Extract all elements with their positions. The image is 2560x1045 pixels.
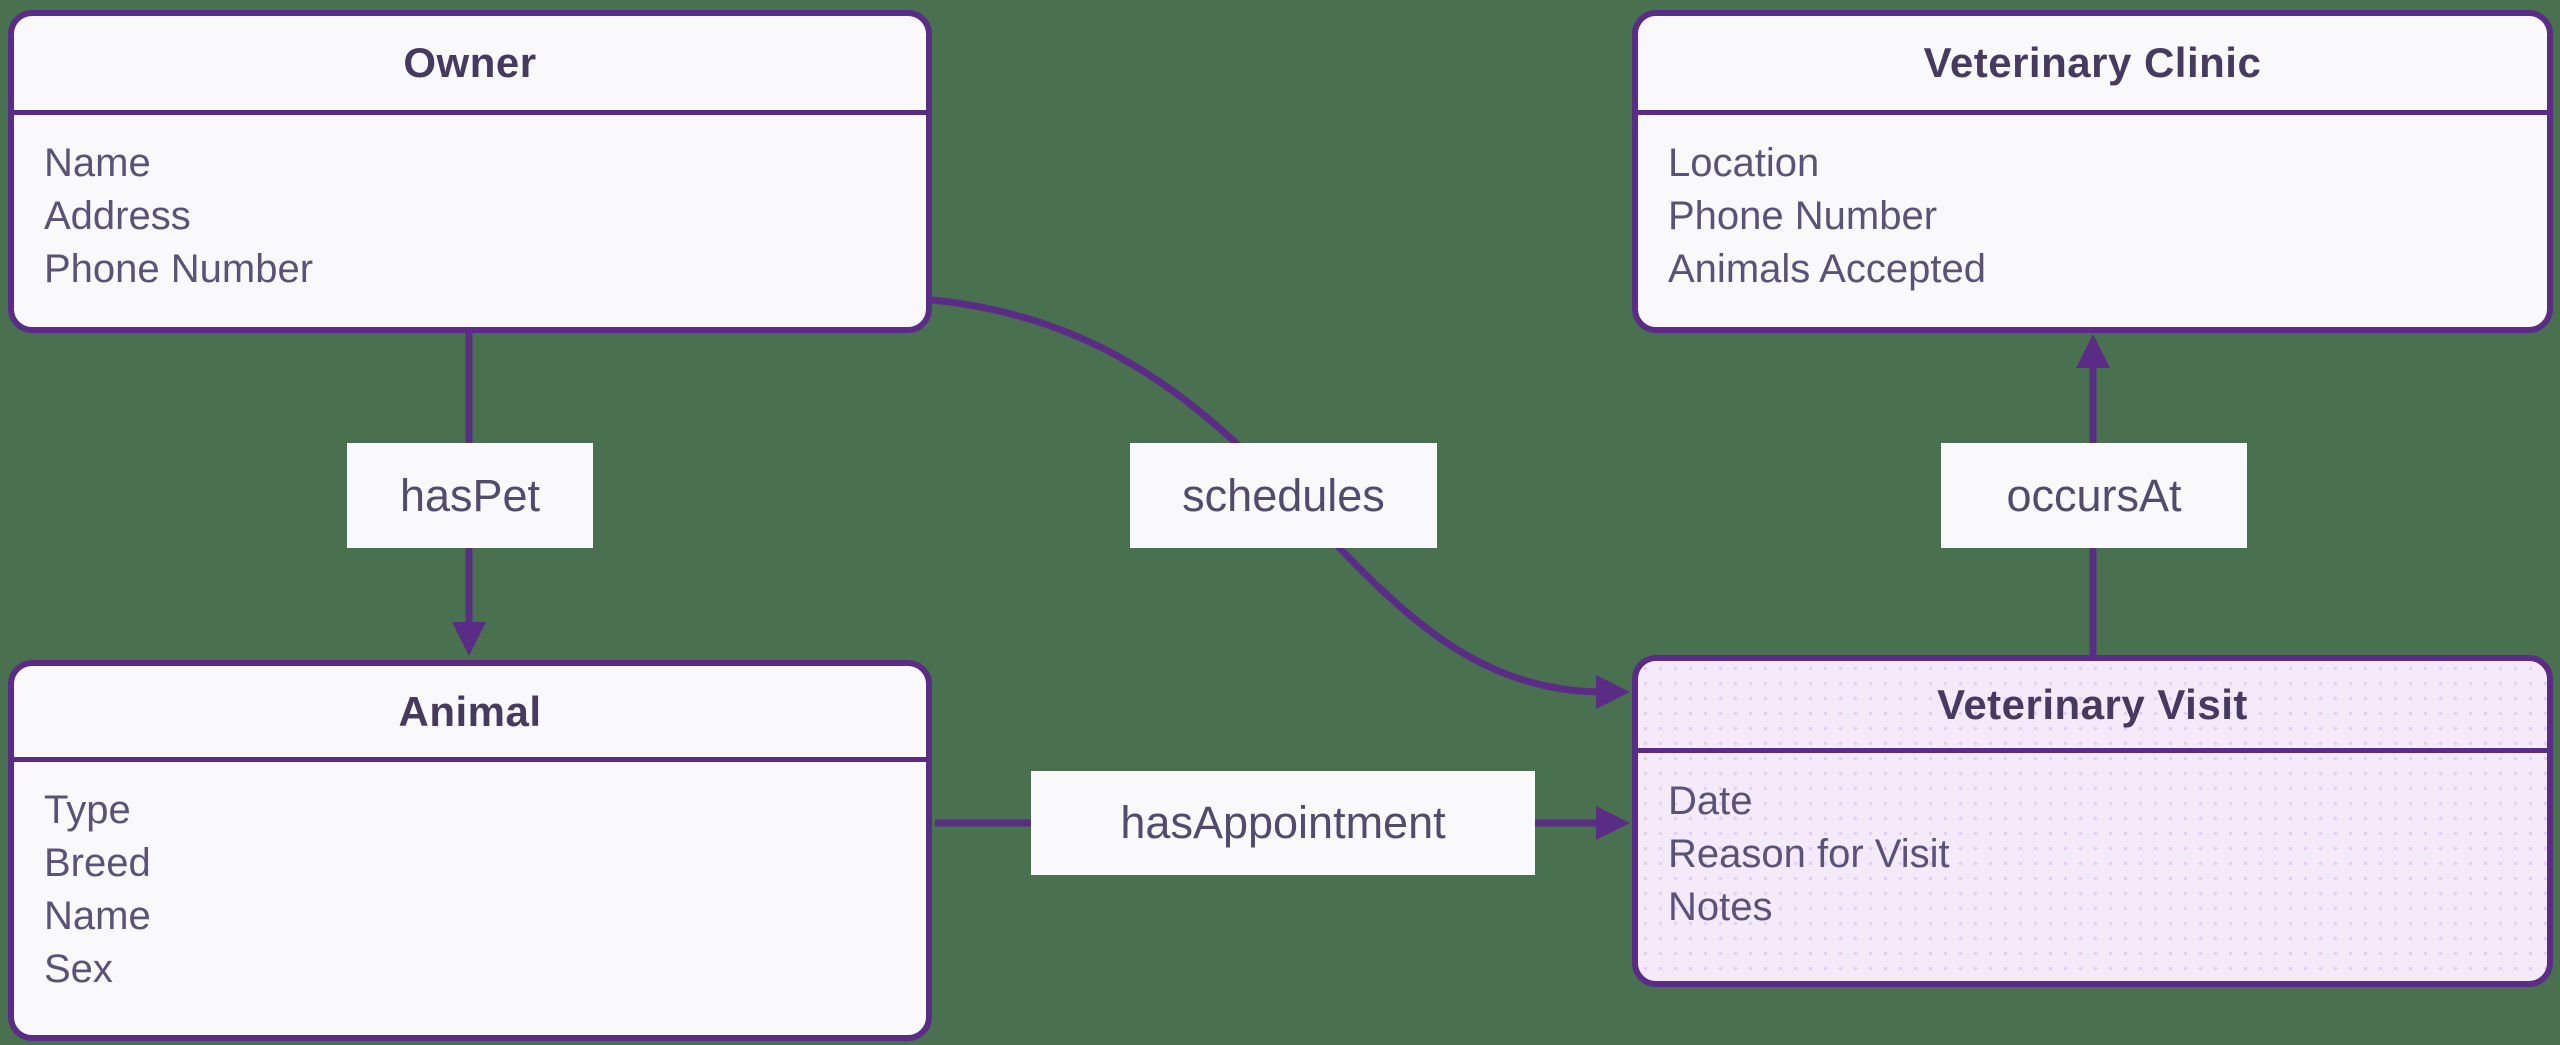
attribute: Date xyxy=(1668,779,1753,823)
entity-veterinary-visit: Veterinary Visit Date Reason for Visit N… xyxy=(1632,655,2553,987)
entity-veterinary-clinic-attributes: Location Phone Number Animals Accepted xyxy=(1638,115,2547,296)
entity-owner-attributes: Name Address Phone Number xyxy=(14,115,926,296)
attribute: Breed xyxy=(44,841,151,885)
entity-owner: Owner Name Address Phone Number xyxy=(8,10,932,333)
arrowhead-right-icon xyxy=(1596,675,1630,709)
attribute: Reason for Visit xyxy=(1668,832,1950,876)
entity-veterinary-visit-title: Veterinary Visit xyxy=(1638,661,2547,753)
entity-animal-attributes: Type Breed Name Sex xyxy=(14,762,926,996)
attribute: Phone Number xyxy=(44,247,314,291)
attribute: Location xyxy=(1668,141,1820,185)
entity-owner-title: Owner xyxy=(14,16,926,115)
attribute: Name xyxy=(44,141,151,185)
entity-veterinary-clinic-title: Veterinary Clinic xyxy=(1638,16,2547,115)
relationship-label-schedules: schedules xyxy=(1130,443,1437,548)
entity-veterinary-visit-attributes: Date Reason for Visit Notes xyxy=(1638,753,2547,934)
attribute: Type xyxy=(44,788,131,832)
attribute: Notes xyxy=(1668,885,1773,929)
arrowhead-right-icon xyxy=(1596,806,1630,840)
attribute: Animals Accepted xyxy=(1668,247,1986,291)
attribute: Name xyxy=(44,894,151,938)
entity-animal-title: Animal xyxy=(14,666,926,762)
arrowhead-down-icon xyxy=(452,622,486,656)
attribute: Sex xyxy=(44,947,113,991)
relationship-label-haspet: hasPet xyxy=(347,443,593,548)
entity-animal: Animal Type Breed Name Sex xyxy=(8,660,932,1041)
relationship-label-hasappointment: hasAppointment xyxy=(1031,771,1535,875)
attribute: Phone Number xyxy=(1668,194,1938,238)
relationship-label-occursat: occursAt xyxy=(1941,443,2247,548)
arrowhead-up-icon xyxy=(2076,334,2110,368)
entity-veterinary-clinic: Veterinary Clinic Location Phone Number … xyxy=(1632,10,2553,333)
attribute: Address xyxy=(44,194,191,238)
